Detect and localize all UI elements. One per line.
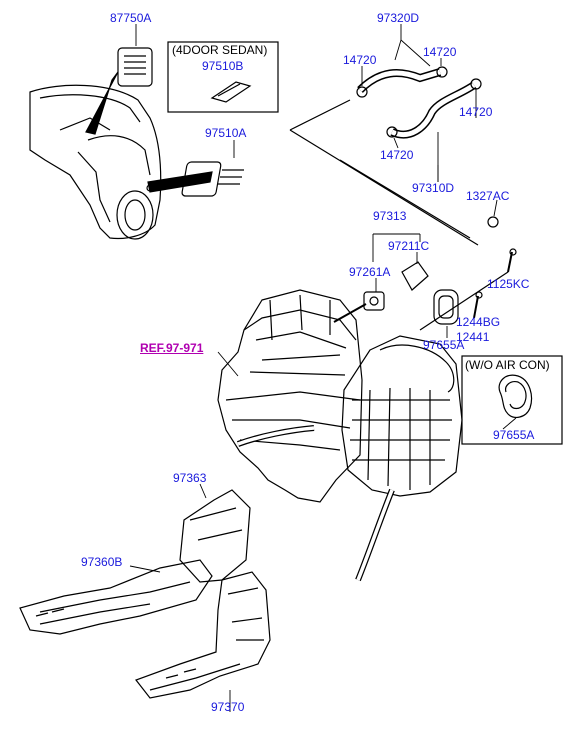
sedan-box-title: (4DOOR SEDAN) xyxy=(172,43,268,57)
part-87750A xyxy=(85,47,153,135)
ref-link[interactable]: REF.97-971 xyxy=(140,341,204,355)
no-aircon-box-title: (W/O AIR CON) xyxy=(465,358,550,372)
label-97320D[interactable]: 97320D xyxy=(377,11,420,25)
part-1244BG xyxy=(473,295,479,319)
part-1327AC xyxy=(487,216,499,228)
part-97510B xyxy=(210,81,252,103)
part-97261A xyxy=(363,291,385,311)
no-aircon-option-box xyxy=(461,355,563,445)
label-97655A-main[interactable]: 97655A xyxy=(423,338,465,352)
label-97310D[interactable]: 97310D xyxy=(412,181,455,195)
label-97313[interactable]: 97313 xyxy=(373,209,407,223)
label-12441[interactable]: 12441 xyxy=(456,330,490,344)
car-rear-illustration xyxy=(29,84,162,240)
duct-97370 xyxy=(135,571,271,699)
label-97360B[interactable]: 97360B xyxy=(81,555,123,569)
label-14720-a[interactable]: 14720 xyxy=(343,53,377,67)
label-1125KC[interactable]: 1125KC xyxy=(487,277,530,291)
label-97211C[interactable]: 97211C xyxy=(388,239,430,253)
part-97211C xyxy=(401,261,429,291)
duct-97363 xyxy=(179,489,251,583)
label-14720-b[interactable]: 14720 xyxy=(423,45,457,59)
label-1244BG[interactable]: 1244BG xyxy=(456,315,501,329)
part-97655A-main xyxy=(433,289,459,325)
label-97261A[interactable]: 97261A xyxy=(349,265,391,279)
label-14720-c[interactable]: 14720 xyxy=(459,105,493,119)
label-14720-d[interactable]: 14720 xyxy=(380,148,414,162)
label-1327AC[interactable]: 1327AC xyxy=(466,189,510,203)
label-97655A-alt[interactable]: 97655A xyxy=(493,428,535,442)
leader-lines xyxy=(129,24,517,712)
sedan-option-box xyxy=(167,41,279,113)
label-97510A[interactable]: 97510A xyxy=(205,126,247,140)
duct-97360B xyxy=(19,559,213,635)
hose-97320D xyxy=(356,66,448,98)
label-87750A[interactable]: 87750A xyxy=(110,11,152,25)
part-97510A xyxy=(147,161,244,197)
part-1125KC xyxy=(507,251,513,273)
label-97363[interactable]: 97363 xyxy=(173,471,207,485)
label-97370[interactable]: 97370 xyxy=(211,700,245,714)
label-97510B[interactable]: 97510B xyxy=(202,59,244,73)
hvac-unit xyxy=(217,289,463,582)
